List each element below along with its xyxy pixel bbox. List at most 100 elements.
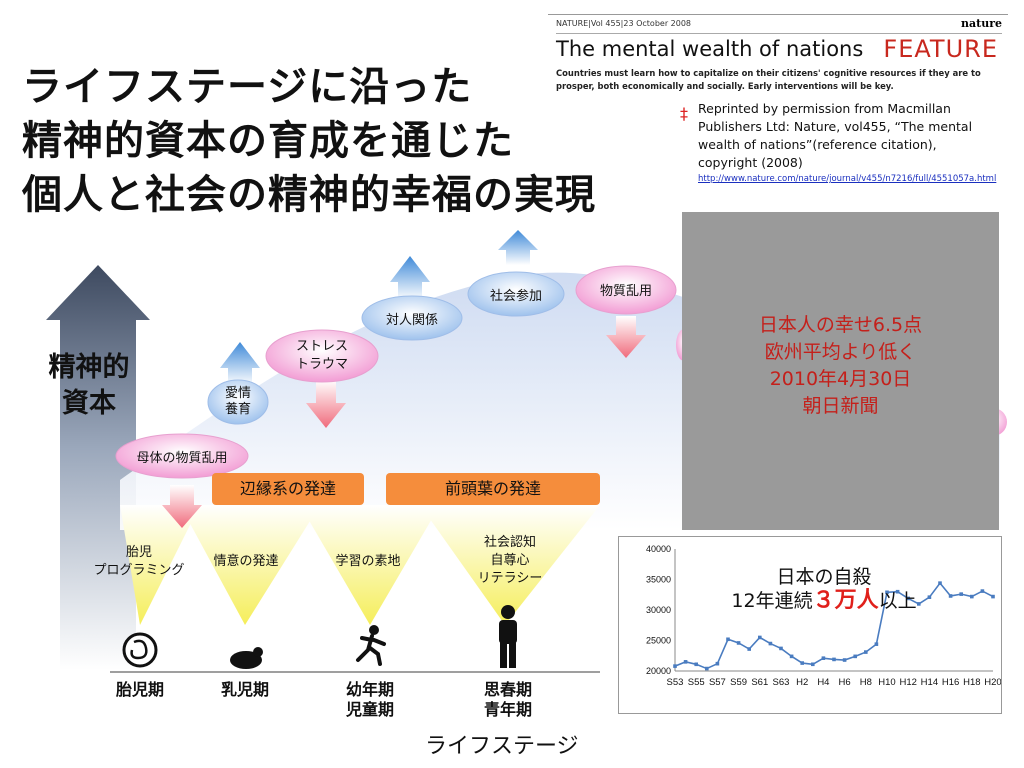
ellipse-social [467,271,565,317]
nature-section: FEATURE [883,35,998,63]
x-tick-label: S61 [751,677,768,688]
ellipse-label-relations: 対人関係 [385,313,438,328]
up-arrow-social [498,230,538,265]
page-title: ライフステージに沿った 精神的資本の育成を通じた 個人と社会の精神的幸福の実現 [22,60,662,222]
data-point [864,650,868,654]
data-point [683,660,688,664]
ellipse-label-social: 社会参加 [489,289,542,304]
reprint-link[interactable]: http://www.nature.com/nature/journal/v45… [698,174,997,184]
data-point [938,581,942,585]
x-tick-label: H10 [878,677,895,688]
triangle-infant [180,505,320,625]
data-point [853,654,857,659]
nature-rule [556,33,1002,34]
x-tick-label: S59 [730,677,747,688]
data-point [821,656,826,660]
data-point [832,657,836,662]
data-point [811,662,815,667]
data-point [885,590,889,595]
data-point [906,596,910,601]
nature-article-header: NATURE|Vol 455|23 October 2008 nature Th… [548,14,1008,99]
tri-label-social: 社会認知 自尊心 リテラシー [477,535,543,586]
ellipse-relations [361,295,463,341]
data-point [980,589,985,593]
capital-label-line-2: 資本 [62,388,116,419]
capital-label-line-1: 精神的 [48,352,130,383]
child-running-icon [356,625,386,666]
x-tick-label: H20 [984,677,1001,688]
x-tick-label: H14 [921,677,938,688]
adolescent-standing-icon [499,605,517,668]
news-line-3: 2010年4月30日 [769,368,912,390]
x-tick-label: S53 [667,677,684,688]
triangle-adolescent [420,505,600,625]
data-point [927,595,932,599]
stage-infant: 乳児期 [220,680,269,699]
dagger-mark: ‡ [680,104,688,123]
data-point [948,594,953,598]
x-tick-label: H18 [963,677,980,688]
ellipse-label-stress: ストレス トラウマ [295,339,348,372]
chart-caption-line-2: 12年連続３万人以上 [679,589,969,613]
data-point [842,658,847,662]
ellipse-substance [575,265,677,315]
data-point [673,664,677,668]
x-tick-label: H12 [899,677,916,688]
ellipse-label-substance: 物質乱用 [599,284,652,299]
chart-caption-line-1: 日本の自殺 [776,566,872,588]
ellipse-label-affection: 愛情 養育 [224,386,251,417]
x-tick-label: S57 [709,677,726,688]
tri-label-emotion: 情意の発達 [213,554,279,569]
news-box: 日本人の幸せ6.5点 欧州平均より低く 2010年4月30日 朝日新聞 [682,212,999,530]
tri-label-learning: 学習の素地 [335,554,401,569]
data-point [874,642,879,646]
title-line-1: ライフステージに沿った [22,64,473,110]
down-arrow-stress [306,380,346,428]
lifestage-axis-label: ライフステージ [425,734,579,759]
data-point [779,646,783,651]
news-text: 日本人の幸せ6.5点 欧州平均より低く 2010年4月30日 朝日新聞 [682,312,999,420]
title-line-2: 精神的資本の育成を通じた [22,118,514,164]
x-tick-label: H6 [839,677,851,688]
y-tick-label: 20000 [646,666,671,676]
x-tick-label: H4 [817,677,829,688]
data-point [715,661,720,666]
data-point [895,589,900,594]
nature-meta: NATURE|Vol 455|23 October 2008 [556,19,692,28]
x-tick-label: H2 [796,677,808,688]
nature-brand-logo: nature [961,17,1002,30]
caption-red: ３万人 [812,588,879,613]
stage-adolescent: 思春期 青年期 [483,680,532,719]
stage-fetal: 胎児期 [115,680,164,699]
news-line-2: 欧州平均より低く [764,341,917,363]
data-point [800,661,804,665]
triangle-child [300,505,440,625]
down-arrow-substance [606,316,646,358]
y-tick-label: 30000 [646,605,671,615]
data-point [736,641,741,645]
fetus-icon [122,632,158,668]
nature-headline: The mental wealth of nations [556,37,864,61]
data-point [694,662,698,667]
data-point [970,594,974,599]
infant-crawling-icon [230,647,263,669]
down-arrow-maternal [162,485,202,528]
up-arrow-affection [220,342,260,385]
ellipse-label-maternal: 母体の物質乱用 [136,451,228,466]
capital-label: 精神的 資本 [44,350,134,422]
triangle-fetal [120,505,200,625]
caption-pre: 12年連続 [731,590,813,612]
chart-caption: 日本の自殺 12年連続３万人以上 [679,565,969,613]
data-point [705,666,709,671]
tri-label-fetal: 胎児 プログラミング [93,545,185,578]
x-tick-label: S63 [773,677,790,688]
x-tick-label: H16 [942,677,959,688]
y-tick-label: 40000 [646,544,671,554]
reprint-note: Reprinted by permission from Macmillan P… [698,100,998,185]
data-point [747,647,751,651]
data-point [789,654,794,659]
reprint-text: Reprinted by permission from Macmillan P… [698,101,973,170]
up-arrow-relations [390,256,430,300]
stage-child: 幼年期 児童期 [345,680,394,719]
